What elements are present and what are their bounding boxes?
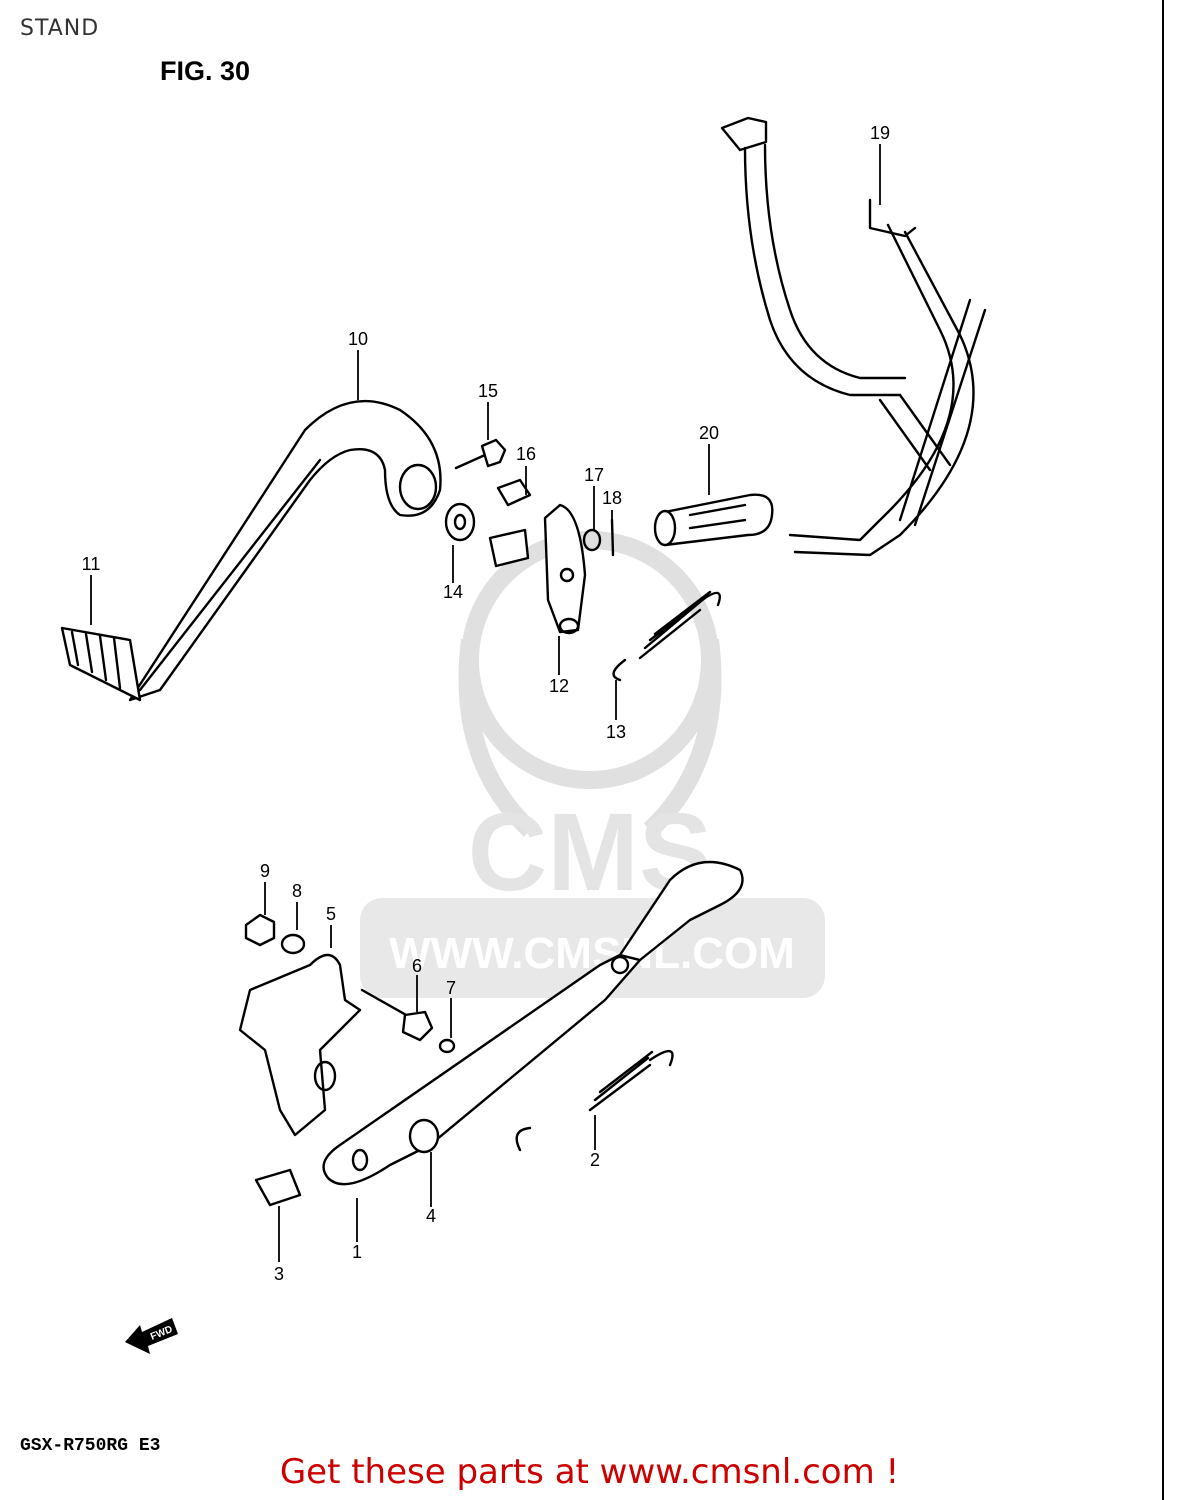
callout-10: 10 [348, 329, 368, 349]
part-15-bolt [454, 438, 507, 470]
callout-1: 1 [352, 1242, 362, 1262]
part-14-washer [444, 502, 476, 542]
callout-numbers: 1 2 3 4 5 6 7 8 9 10 11 12 13 14 15 16 1… [82, 123, 890, 1284]
part-4-spacer [408, 1118, 440, 1154]
part-10-brake-pedal [128, 399, 442, 702]
part-2-spring [515, 1050, 674, 1152]
callout-20: 20 [699, 423, 719, 443]
callout-3: 3 [274, 1264, 284, 1284]
figure-label: FIG. 30 [160, 56, 251, 86]
part-3-bolt [254, 1168, 302, 1207]
callout-8: 8 [292, 881, 302, 901]
fwd-arrow: FWD [125, 1318, 178, 1354]
part-9-nut [244, 913, 276, 947]
cmsnl-watermark: CMS WWW.CMSNL.COM [360, 531, 825, 998]
part-5-bracket [238, 953, 362, 1137]
callout-7: 7 [446, 978, 456, 998]
callout-2: 2 [590, 1150, 600, 1170]
callout-9: 9 [260, 861, 270, 881]
section-title: STAND [20, 16, 100, 41]
callout-4: 4 [426, 1206, 436, 1226]
callout-19: 19 [870, 123, 890, 143]
part-6-bolt [360, 988, 434, 1042]
callout-14: 14 [443, 582, 463, 602]
part-7-pin [438, 1038, 456, 1054]
part-20-footpeg [653, 493, 774, 547]
callout-13: 13 [606, 722, 626, 742]
part-16-pin [496, 478, 532, 507]
callout-6: 6 [412, 956, 422, 976]
part-17-washer [582, 528, 602, 552]
part-19-frame-guard [720, 116, 987, 557]
callout-15: 15 [478, 381, 498, 401]
callout-11: 11 [82, 554, 101, 574]
part-12-brake-arm [488, 503, 587, 635]
part-11-pedal-rubber [60, 626, 142, 702]
callout-17: 17 [584, 465, 604, 485]
page-border-right [1162, 0, 1164, 1500]
callout-12: 12 [549, 676, 569, 696]
callout-18: 18 [602, 488, 622, 508]
callout-leaders [90, 144, 881, 1262]
callout-5: 5 [326, 904, 336, 924]
callout-16: 16 [516, 444, 536, 464]
part-18-cotter-pin [610, 518, 615, 557]
buy-parts-link[interactable]: Get these parts at www.cmsnl.com ! [279, 1452, 900, 1492]
part-8-washer [280, 933, 306, 955]
model-code: GSX-R750RG E3 [20, 1436, 161, 1456]
part-1-side-stand [322, 860, 744, 1186]
part-13-spring [612, 590, 722, 682]
